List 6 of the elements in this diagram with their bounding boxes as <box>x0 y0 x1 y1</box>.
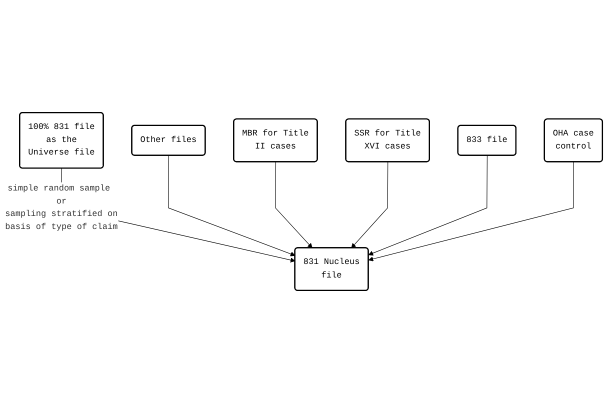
arrow <box>368 162 574 262</box>
edge-label: simple random sample or sampling stratified on basis of type of claim <box>5 183 118 232</box>
arrow <box>168 155 296 256</box>
arrow <box>351 162 388 248</box>
arrow <box>275 162 312 248</box>
arrow <box>368 155 488 256</box>
